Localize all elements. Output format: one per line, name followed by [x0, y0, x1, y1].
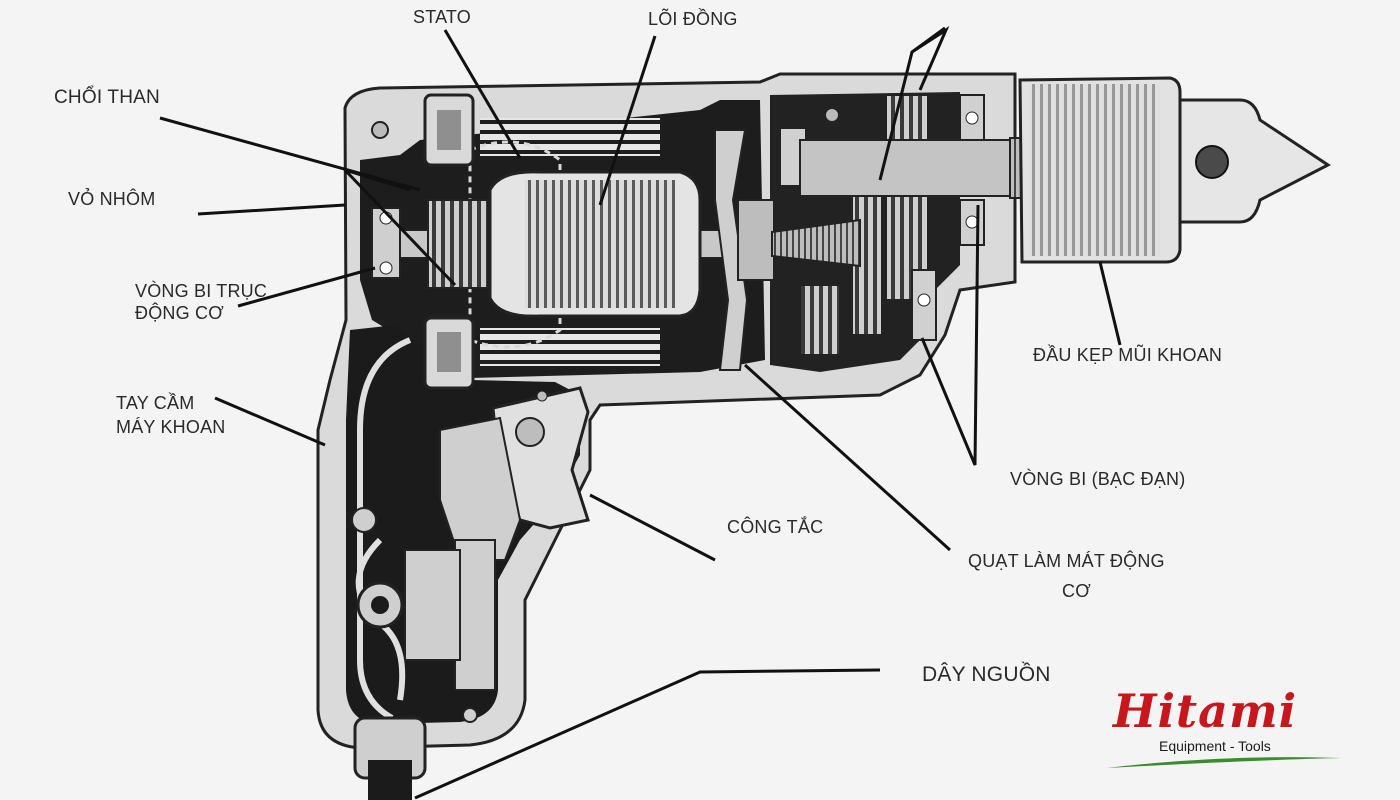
label-vong-bi-bac-dan: VÒNG BI (BẠC ĐẠN) [1010, 469, 1186, 489]
drill-chuck [1018, 76, 1331, 264]
cooling-fan [714, 129, 775, 371]
carbon-brushes [423, 93, 475, 390]
armature-core [371, 170, 813, 318]
leader-lines [159, 26, 1122, 800]
label-day-nguon: DÂY NGUỒN [922, 663, 1051, 686]
label-quat-line2: CƠ [1062, 581, 1091, 601]
power-cord [351, 337, 427, 800]
trigger-switch [404, 386, 590, 691]
label-loi-dong: LÕI ĐỒNG [648, 9, 738, 29]
motor-shaft-bearing [371, 207, 401, 279]
label-cong-tac: CÔNG TẮC [727, 517, 824, 537]
label-tay-cam-line1: TAY CẦM [116, 393, 195, 413]
label-vong-bi-truc-line2: ĐỘNG CƠ [135, 303, 224, 323]
logo-swoosh-icon [1107, 757, 1341, 768]
hitami-logo: Hitami Equipment - Tools [1105, 684, 1345, 780]
label-dau-kep: ĐẦU KẸP MŨI KHOAN [1033, 345, 1223, 365]
stator [468, 118, 660, 366]
ball-bearings [779, 94, 985, 341]
label-choi-than: CHỔI THAN [54, 87, 160, 108]
label-tay-cam-line2: MÁY KHOAN [116, 417, 226, 437]
label-stato: STATO [413, 7, 472, 27]
label-quat-line1: QUẠT LÀM MÁT ĐỘNG [968, 551, 1165, 571]
label-vo-nhom: VỎ NHÔM [68, 189, 156, 209]
logo-tagline: Equipment - Tools [1159, 738, 1271, 754]
label-vong-bi-truc-line1: VÒNG BI TRỤC [135, 281, 268, 301]
logo-brand-text: Hitami [1113, 684, 1298, 738]
